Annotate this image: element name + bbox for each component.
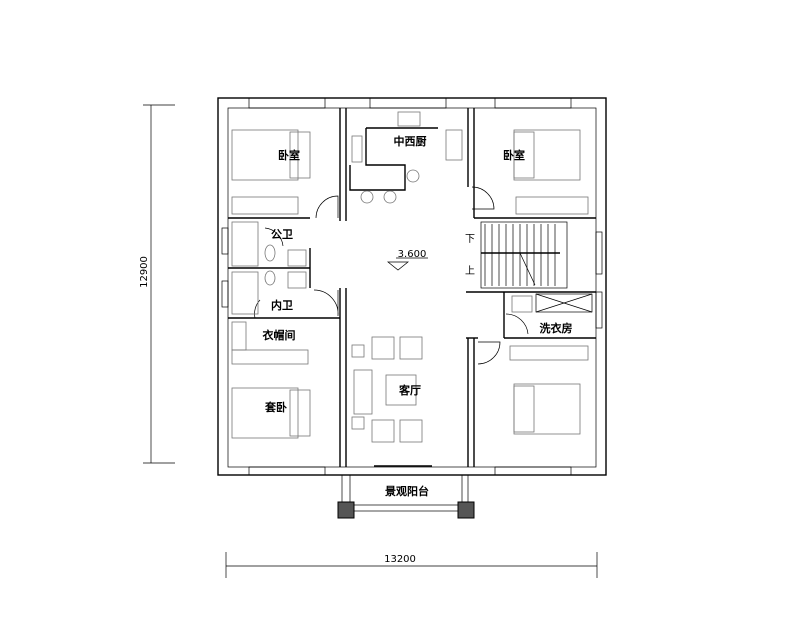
furniture xyxy=(231,111,589,443)
room-label-suite-bedroom: 套卧 xyxy=(265,400,287,414)
laundry-fixtures xyxy=(511,293,593,313)
elevation-marker: 3.600 xyxy=(387,249,428,271)
room-label-bedroom-ne: 卧室 xyxy=(503,148,525,162)
room-label-bedroom-nw: 卧室 xyxy=(278,148,300,162)
room-label-laundry: 洗衣房 xyxy=(540,321,573,335)
room-label-ensuite-bath: 内卫 xyxy=(271,298,293,312)
balcony xyxy=(337,475,475,519)
elevation-label: 3.600 xyxy=(398,249,427,260)
interior-walls xyxy=(228,108,596,467)
room-label-living-room: 客厅 xyxy=(398,383,421,397)
stair-down-label: 下 xyxy=(465,234,475,245)
room-label-closet: 衣帽间 xyxy=(263,328,296,342)
room-label-balcony: 景观阳台 xyxy=(384,484,429,498)
staircase: 下 上 xyxy=(465,221,568,289)
room-label-kitchen: 中西厨 xyxy=(394,134,427,148)
width-dimension-label: 13200 xyxy=(384,554,416,565)
outer-walls xyxy=(217,97,607,476)
room-label-public-bath: 公卫 xyxy=(271,228,293,241)
stair-up-label: 上 xyxy=(465,265,475,277)
vertical-dimension: 12900 xyxy=(139,104,175,464)
height-dimension-label: 12900 xyxy=(139,256,150,288)
doors xyxy=(254,186,529,467)
horizontal-dimension: 13200 xyxy=(225,552,598,578)
